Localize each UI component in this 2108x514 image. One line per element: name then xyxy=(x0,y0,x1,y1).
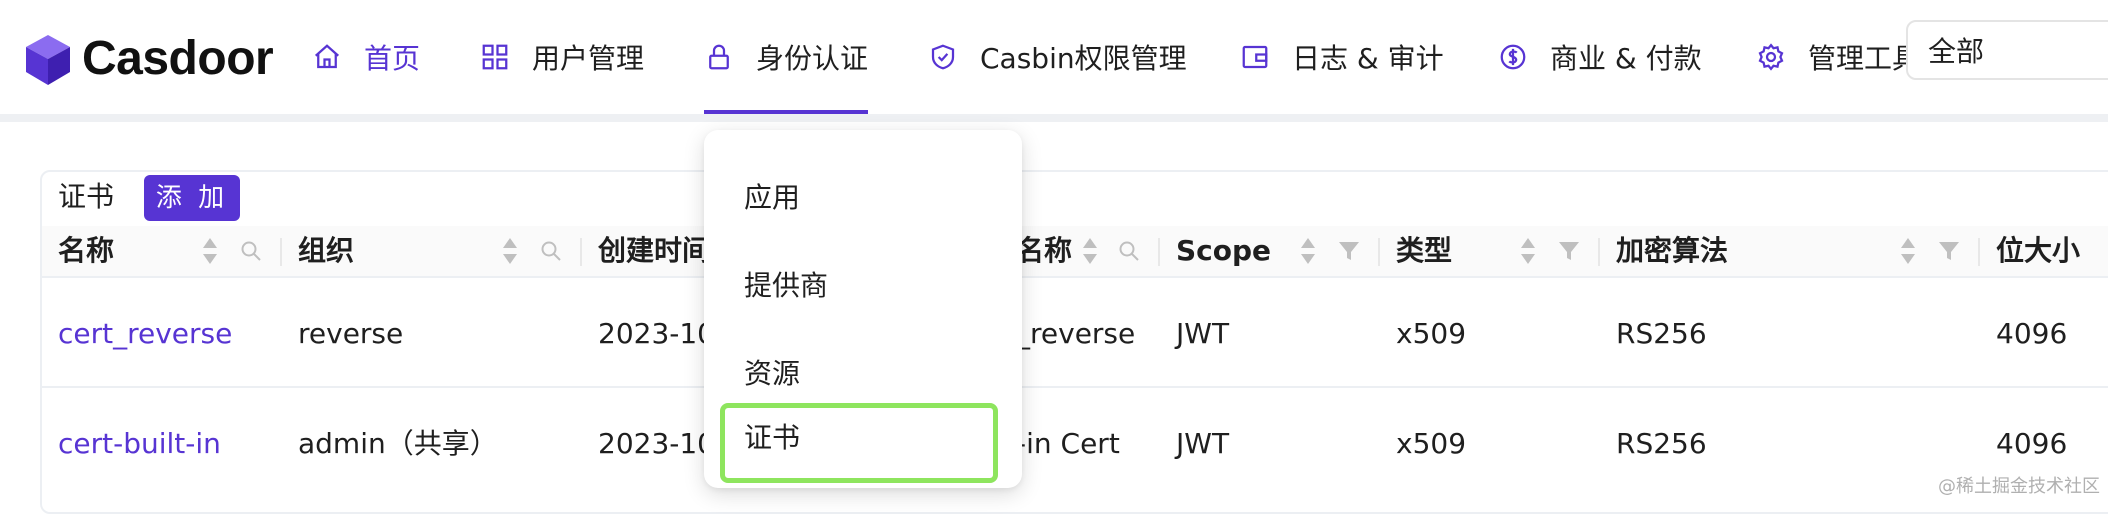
table-cell: x509 xyxy=(1396,317,1467,350)
table-cell: JWT xyxy=(1176,427,1230,460)
add-button[interactable]: 添 加 xyxy=(144,175,240,221)
nav-item-logs[interactable]: 日志 & 审计 xyxy=(1240,0,1444,114)
nav-item-label: 用户管理 xyxy=(532,42,645,75)
nav-item-admin-tools[interactable]: 管理工具 xyxy=(1756,0,1920,114)
table-cell: JWT xyxy=(1176,317,1230,350)
column-header-crypto-algorithm[interactable]: 加密算法 xyxy=(1616,234,1729,267)
column-header-created-time[interactable]: 创建时间 xyxy=(598,234,711,267)
table-cell: _reverse xyxy=(1016,317,1136,350)
column-divider xyxy=(1978,238,1980,266)
column-header-organization[interactable]: 组织 xyxy=(298,234,355,267)
top-navbar xyxy=(0,0,2108,122)
column-header-display-name[interactable]: 名称 xyxy=(1016,234,1073,267)
app-logo[interactable]: Casdoor xyxy=(22,18,274,98)
column-divider xyxy=(1598,238,1600,266)
nav-item-auth[interactable]: 身份认证 xyxy=(704,0,869,114)
column-divider xyxy=(1158,238,1160,266)
table-cell: -in Cert xyxy=(1016,427,1120,460)
nav-item-label: 日志 & 审计 xyxy=(1292,42,1444,75)
table-cell: 2023-10 xyxy=(598,427,715,460)
sort-icon[interactable] xyxy=(202,234,218,268)
table-cell: RS256 xyxy=(1616,317,1707,350)
row-divider xyxy=(42,386,2108,388)
home-icon xyxy=(312,42,342,72)
filter-icon[interactable] xyxy=(1338,240,1360,262)
search-icon[interactable] xyxy=(540,240,562,262)
table-cell: x509 xyxy=(1396,427,1467,460)
cert-name-link[interactable]: cert-built-in xyxy=(58,427,221,460)
table-cell: reverse xyxy=(298,317,404,350)
table-cell: admin（共享） xyxy=(298,427,498,460)
sort-icon[interactable] xyxy=(1900,234,1916,268)
sort-icon[interactable] xyxy=(1520,234,1536,268)
nav-item-home[interactable]: 首页 xyxy=(312,0,420,114)
filter-icon[interactable] xyxy=(1558,240,1580,262)
submenu-item-applications[interactable]: 应用 xyxy=(744,181,801,214)
nav-item-casbin[interactable]: Casbin权限管理 xyxy=(928,0,1187,114)
nav-item-business[interactable]: 商业 & 付款 xyxy=(1498,0,1702,114)
nav-item-label: 首页 xyxy=(364,42,421,75)
nav-item-users[interactable]: 用户管理 xyxy=(480,0,644,114)
column-divider xyxy=(1378,238,1380,266)
sort-icon[interactable] xyxy=(1300,234,1316,268)
column-header-scope[interactable]: Scope xyxy=(1176,234,1272,267)
search-icon[interactable] xyxy=(1118,240,1140,262)
sort-icon[interactable] xyxy=(502,234,518,268)
card-title: 证书 xyxy=(58,180,115,213)
gear-icon xyxy=(1756,42,1786,72)
search-icon[interactable] xyxy=(240,240,262,262)
watermark: @稀土掘金技术社区 xyxy=(1938,476,2100,497)
table-cell: 4096 xyxy=(1996,317,2068,350)
nav-item-label: 管理工具 xyxy=(1808,42,1921,75)
filter-icon[interactable] xyxy=(1938,240,1960,262)
table-header xyxy=(42,226,2108,278)
shield-check-icon xyxy=(928,42,958,72)
cert-name-link[interactable]: cert_reverse xyxy=(58,317,233,350)
nav-item-label: Casbin权限管理 xyxy=(980,42,1187,75)
submenu-item-providers[interactable]: 提供商 xyxy=(744,269,829,302)
table-cell: 4096 xyxy=(1996,427,2068,460)
wallet-icon xyxy=(1240,42,1270,72)
nav-item-label: 身份认证 xyxy=(756,42,869,75)
table-cell: 2023-10 xyxy=(598,317,715,350)
column-header-name[interactable]: 名称 xyxy=(58,234,115,267)
lock-icon xyxy=(704,42,734,72)
app-logo-text: Casdoor xyxy=(82,31,274,85)
sort-icon[interactable] xyxy=(1082,234,1098,268)
grid-icon xyxy=(480,42,510,72)
nav-item-label: 商业 & 付款 xyxy=(1550,42,1702,75)
dollar-circle-icon xyxy=(1498,42,1528,72)
column-divider xyxy=(280,238,282,266)
column-header-type[interactable]: 类型 xyxy=(1396,234,1453,267)
column-divider xyxy=(580,238,582,266)
submenu-item-resources[interactable]: 资源 xyxy=(744,357,801,390)
organization-select[interactable]: 全部 xyxy=(1906,20,2108,80)
column-header-bit-size[interactable]: 位大小 xyxy=(1996,234,2081,267)
casdoor-cube-icon xyxy=(26,35,70,85)
highlight-box xyxy=(720,403,998,483)
auth-submenu-dropdown: 应用 提供商 资源 证书 xyxy=(704,130,1022,488)
table-cell: RS256 xyxy=(1616,427,1707,460)
submenu-item-certs[interactable]: 证书 xyxy=(744,421,801,454)
